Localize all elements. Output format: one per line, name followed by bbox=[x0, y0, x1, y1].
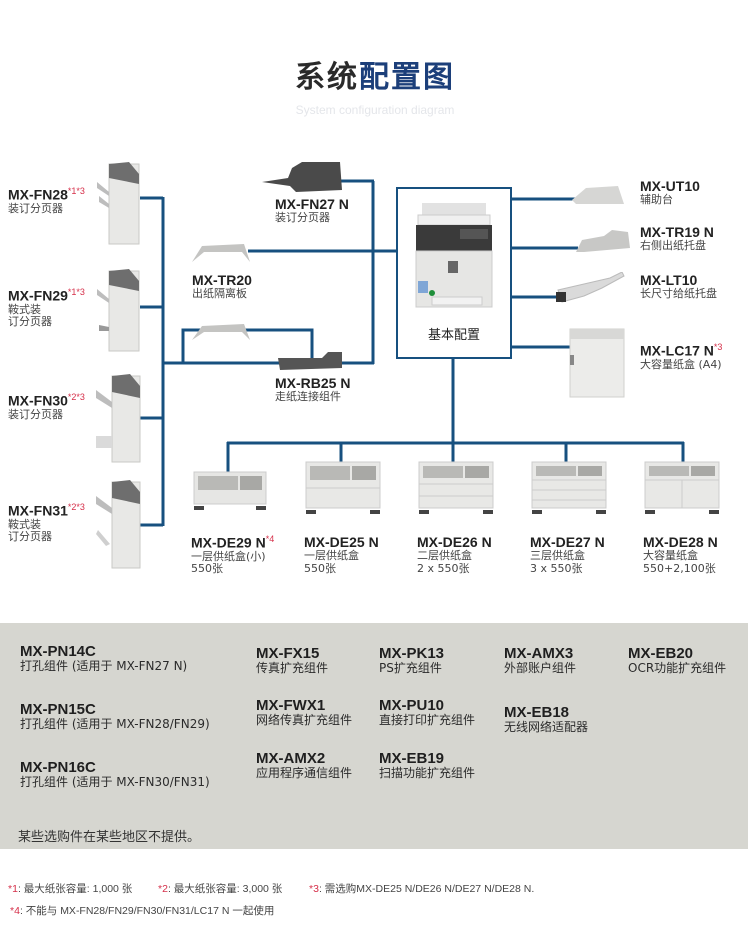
footnote-ref: *2*3 bbox=[67, 392, 85, 402]
right-tr19-label: MX-TR19 N 右侧出纸托盘 bbox=[640, 224, 714, 253]
tray-lt10-icon bbox=[556, 272, 625, 303]
finisher-fn30-icon bbox=[96, 374, 141, 463]
tray-tr19-icon bbox=[576, 230, 630, 252]
finisher-fn27-icon bbox=[262, 162, 342, 192]
footnote-2: *2: 最大纸张容量: 3,000 张 bbox=[158, 883, 283, 895]
tray-tr20-icon bbox=[192, 244, 250, 262]
drawer-de28-icon bbox=[644, 461, 720, 514]
drawer-de25-icon bbox=[305, 461, 381, 514]
page-title: 系统配置图 bbox=[0, 52, 750, 96]
table-ut10-icon bbox=[572, 186, 624, 204]
drawer-de29-icon bbox=[193, 471, 267, 510]
cassette-lc17-icon bbox=[569, 328, 625, 398]
title-accent: 配置图 bbox=[359, 60, 455, 95]
finisher-fn28-label: MX-FN28*1*3 装订分页器 bbox=[8, 186, 85, 215]
finisher-fn31-label: MX-FN31*2*3 鞍式装 订分页器 bbox=[8, 502, 85, 544]
title-dark: 系统 bbox=[295, 60, 359, 95]
drawer-de27-label: MX-DE27 N 三层供纸盒 3 x 550张 bbox=[530, 534, 605, 575]
drawer-de28-label: MX-DE28 N 大容量纸盒 550+2,100张 bbox=[643, 534, 718, 575]
tray-tr20-lower-icon bbox=[192, 324, 250, 340]
drawer-de29-label: MX-DE29 N*4 一层供纸盒(小) 550张 bbox=[191, 534, 275, 576]
right-lt10-label: MX-LT10 长尺寸给纸托盘 bbox=[640, 272, 717, 301]
page-subtitle: System configuration diagram bbox=[295, 103, 455, 117]
finisher-fn30-label: MX-FN30*2*3 装订分页器 bbox=[8, 392, 85, 421]
bridge-rb25-icon bbox=[278, 352, 342, 370]
mfp-copier-icon bbox=[415, 203, 493, 308]
footnote-1: *1: 最大纸张容量: 1,000 张 bbox=[8, 883, 133, 895]
base-configuration-box: 基本配置 bbox=[396, 187, 512, 359]
footnote-ref: *3 bbox=[713, 342, 723, 352]
middle-fn27-label: MX-FN27 N 装订分页器 bbox=[275, 196, 349, 225]
footnote-ref: *2*3 bbox=[67, 502, 85, 512]
middle-rb25-label: MX-RB25 N 走纸连接组件 bbox=[275, 375, 351, 404]
base-configuration-label: 基本配置 bbox=[427, 328, 480, 343]
footnote-3: *3: 需选购MX-DE25 N/DE26 N/DE27 N/DE28 N. bbox=[309, 883, 535, 895]
drawer-de26-icon bbox=[418, 461, 494, 514]
finisher-fn28-icon bbox=[97, 162, 140, 245]
drawer-de25-label: MX-DE25 N 一层供纸盒 550张 bbox=[304, 534, 379, 575]
right-ut10-label: MX-UT10 辅助台 bbox=[640, 178, 700, 207]
footnote-ref: *4 bbox=[265, 534, 275, 544]
finisher-fn29-icon bbox=[97, 269, 140, 352]
footnote-4: *4: 不能与 MX-FN28/FN29/FN30/FN31/LC17 N 一起… bbox=[10, 905, 275, 917]
footnote-ref: *1*3 bbox=[67, 287, 85, 297]
footnote-ref: *1*3 bbox=[67, 186, 85, 196]
finisher-fn31-icon bbox=[96, 480, 141, 569]
connector-tr20-lower bbox=[181, 328, 314, 363]
middle-tr20-label: MX-TR20 出纸隔离板 bbox=[192, 272, 252, 301]
availability-note: 某些选购件在某些地区不提供。 bbox=[18, 830, 201, 845]
drawer-de27-icon bbox=[531, 461, 607, 514]
options-panel bbox=[0, 623, 748, 849]
finisher-fn29-label: MX-FN29*1*3 鞍式装 订分页器 bbox=[8, 287, 85, 329]
drawer-de26-label: MX-DE26 N 二层供纸盒 2 x 550张 bbox=[417, 534, 492, 575]
right-lc17-label: MX-LC17 N*3 大容量纸盒 (A4) bbox=[640, 342, 723, 371]
